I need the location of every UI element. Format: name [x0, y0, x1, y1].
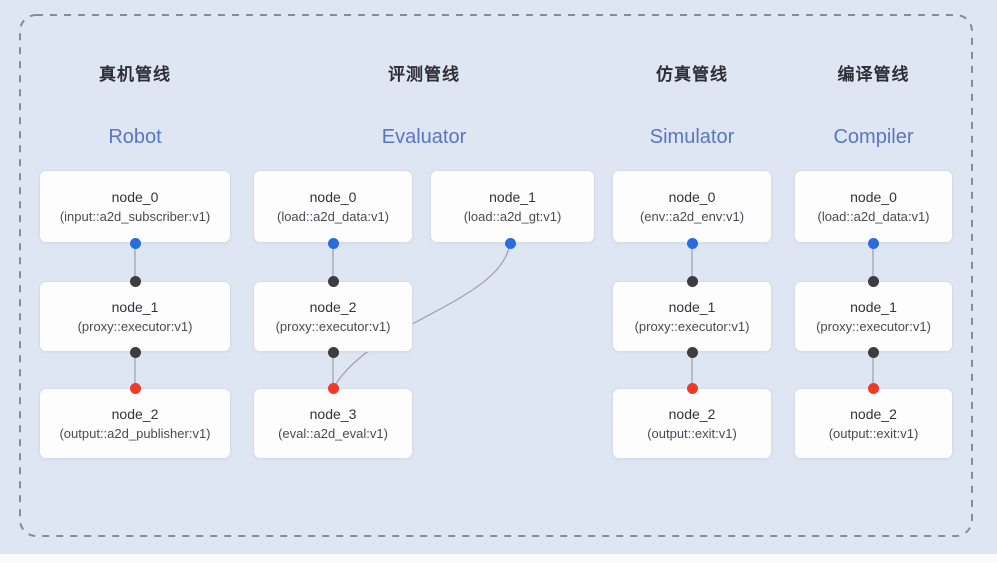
port-blue-dot — [327, 237, 339, 249]
node-name: node_1 — [489, 189, 536, 205]
node-name: node_1 — [850, 299, 897, 315]
node-name: node_0 — [111, 189, 159, 205]
pipeline-subtitle-en-compiler: Compiler — [833, 126, 914, 148]
pipeline-title-cn-evaluator: 评测管线 — [388, 65, 460, 84]
node-card-compiler-1: node_1 (proxy::executor:v1) — [794, 281, 953, 352]
port-black-dot — [686, 275, 698, 287]
node-card-simulator-1: node_1 (proxy::executor:v1) — [612, 281, 772, 352]
node-card-evaluator-3: node_3 (eval::a2d_eval:v1) — [253, 388, 413, 459]
port-blue-dot — [867, 237, 879, 249]
pipeline-title-cn-robot: 真机管线 — [99, 65, 171, 84]
node-card-robot-2: node_2 (output::a2d_publisher:v1) — [39, 388, 231, 459]
port-red-dot — [867, 382, 879, 394]
pipeline-subtitle-en-evaluator: Evaluator — [381, 126, 467, 148]
port-black-dot — [867, 275, 879, 287]
node-name: node_1 — [668, 299, 716, 315]
port-red-dot — [327, 382, 339, 394]
dashed-frame — [19, 14, 973, 537]
node-card-robot-0: node_0 (input::a2d_subscriber:v1) — [39, 170, 231, 243]
pipeline-subtitle-en-simulator: Simulator — [649, 126, 735, 148]
pipeline-subtitle-en-robot: Robot — [108, 126, 162, 148]
node-name: node_0 — [668, 189, 716, 205]
node-name: node_2 — [111, 406, 159, 422]
node-type: (input::a2d_subscriber:v1) — [59, 209, 211, 224]
node-name: node_2 — [668, 406, 716, 422]
node-type: (eval::a2d_eval:v1) — [278, 426, 388, 441]
pipeline-title-cn-simulator: 仿真管线 — [656, 65, 728, 84]
pipeline-title-cn-compiler: 编译管线 — [837, 65, 910, 84]
node-name: node_2 — [850, 406, 897, 422]
node-name: node_2 — [309, 299, 357, 315]
node-type: (output::exit:v1) — [828, 426, 919, 441]
node-type: (output::exit:v1) — [647, 426, 737, 441]
port-blue-dot — [686, 237, 698, 249]
node-name: node_0 — [850, 189, 897, 205]
port-black-dot — [129, 346, 141, 358]
node-type: (load::a2d_data:v1) — [817, 209, 930, 224]
node-type: (env::a2d_env:v1) — [639, 209, 745, 224]
node-name: node_3 — [309, 406, 357, 422]
node-type: (load::a2d_data:v1) — [276, 209, 390, 224]
port-blue-dot — [504, 237, 516, 249]
node-type: (proxy::executor:v1) — [77, 319, 193, 334]
node-type: (output::a2d_publisher:v1) — [59, 426, 211, 441]
node-type: (proxy::executor:v1) — [275, 319, 391, 334]
port-red-dot — [129, 382, 141, 394]
port-black-dot — [327, 346, 339, 358]
port-blue-dot — [129, 237, 141, 249]
node-card-evaluator-2: node_2 (proxy::executor:v1) — [253, 281, 413, 352]
port-black-dot — [686, 346, 698, 358]
node-card-compiler-2: node_2 (output::exit:v1) — [794, 388, 953, 459]
node-name: node_0 — [309, 189, 357, 205]
node-type: (proxy::executor:v1) — [634, 319, 750, 334]
node-card-evaluator-0: node_0 (load::a2d_data:v1) — [253, 170, 413, 243]
port-red-dot — [686, 382, 698, 394]
node-card-simulator-0: node_0 (env::a2d_env:v1) — [612, 170, 772, 243]
node-type: (load::a2d_gt:v1) — [463, 209, 562, 224]
node-card-evaluator-1: node_1 (load::a2d_gt:v1) — [430, 170, 595, 243]
node-card-simulator-2: node_2 (output::exit:v1) — [612, 388, 772, 459]
port-black-dot — [129, 275, 141, 287]
node-type: (proxy::executor:v1) — [816, 319, 931, 334]
node-name: node_1 — [111, 299, 159, 315]
bottom-strip — [0, 554, 997, 563]
edge-curve — [333, 242, 511, 388]
port-black-dot — [867, 346, 879, 358]
node-card-compiler-0: node_0 (load::a2d_data:v1) — [794, 170, 953, 243]
node-card-robot-1: node_1 (proxy::executor:v1) — [39, 281, 231, 352]
port-black-dot — [327, 275, 339, 287]
